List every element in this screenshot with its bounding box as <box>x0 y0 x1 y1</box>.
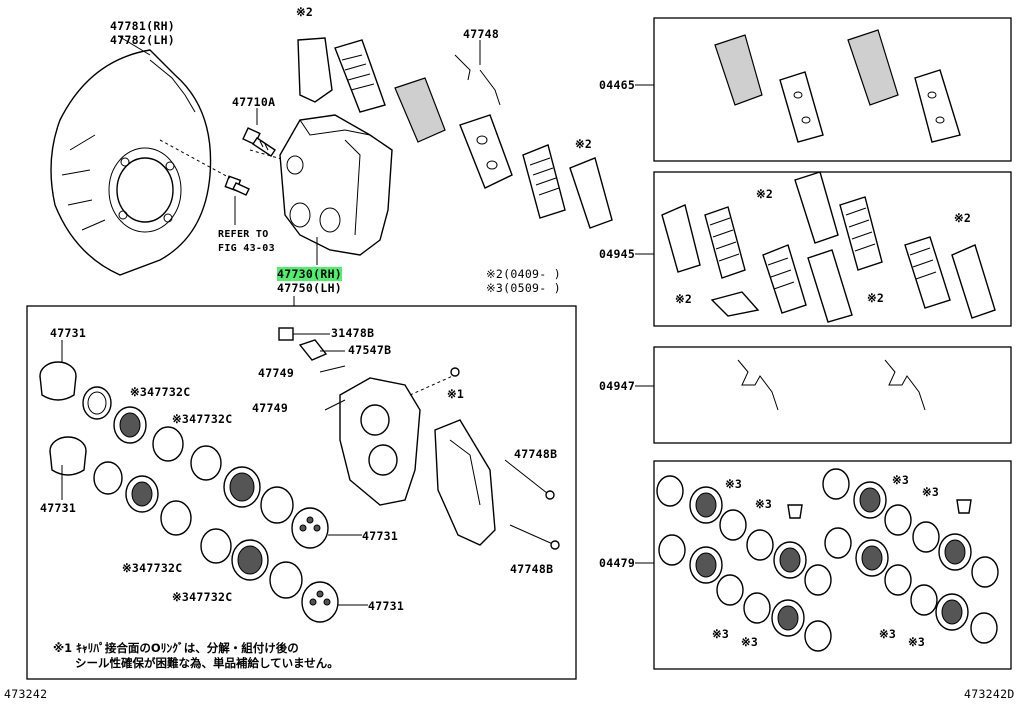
label-47731-top[interactable]: 47731 <box>50 326 87 340</box>
label-47748b-lower[interactable]: 47748B <box>510 562 554 576</box>
bolt-47710a <box>242 108 276 157</box>
kit-note-3-a: ※3 <box>725 477 743 491</box>
label-kit-04947[interactable]: 04947 <box>599 379 636 393</box>
caliper-upper <box>279 114 393 265</box>
label-47732c-d[interactable]: ※347732C <box>172 590 233 604</box>
kit-note-3-g: ※3 <box>879 627 897 641</box>
kit-04947-contents <box>737 359 926 411</box>
pistons-and-seals <box>39 340 368 623</box>
upper-pads <box>297 37 613 229</box>
label-47750-lh[interactable]: 47750(LH) <box>277 281 343 295</box>
kit-note-2-c: ※2 <box>675 292 693 306</box>
label-47732c-c[interactable]: ※347732C <box>122 561 183 575</box>
figure-id-left: 473242 <box>4 687 48 701</box>
label-31478b[interactable]: 31478B <box>331 326 375 340</box>
kit-note-3-b: ※3 <box>755 497 773 511</box>
legend-note-2: ※2(0409- ) <box>486 267 561 281</box>
label-47731-bottom[interactable]: 47731 <box>368 599 405 613</box>
label-fig-43-03[interactable]: FIG 43-03 <box>218 243 275 254</box>
label-47749-upper[interactable]: 47749 <box>258 366 295 380</box>
kit-note-3-f: ※3 <box>922 485 940 499</box>
kit-04947-frame <box>653 346 1012 444</box>
caliper-assembly-frame <box>26 305 577 680</box>
kit-note-2-a: ※2 <box>756 187 774 201</box>
label-note-2-upper-pad: ※2 <box>296 5 314 19</box>
label-47547b[interactable]: 47547B <box>348 343 392 357</box>
bolt-refer-43-03 <box>224 175 250 225</box>
label-47781-rh[interactable]: 47781(RH) <box>110 19 176 33</box>
kit-04945-contents <box>661 171 996 323</box>
label-kit-04945[interactable]: 04945 <box>599 247 636 261</box>
kit-04479-frame <box>653 460 1012 670</box>
label-refer-to: REFER TO <box>218 229 269 240</box>
label-47732c-a[interactable]: ※347732C <box>130 385 191 399</box>
label-47748[interactable]: 47748 <box>463 27 500 41</box>
figure-id-right: 473242D <box>964 687 1015 701</box>
kit-note-2-d: ※2 <box>867 291 885 305</box>
bleeder-plug <box>278 327 345 361</box>
kit-04945-frame <box>653 171 1012 327</box>
kit-note-3-e: ※3 <box>892 473 910 487</box>
label-47782-lh[interactable]: 47782(LH) <box>110 33 176 47</box>
label-47730-rh[interactable]: 47730(RH) <box>277 267 343 281</box>
kit-note-3-d: ※3 <box>741 635 759 649</box>
legend-note-3: ※3(0509- ) <box>486 281 561 295</box>
kit-04465-frame <box>653 17 1012 162</box>
label-kit-04465[interactable]: 04465 <box>599 78 636 92</box>
kit-04479-contents <box>656 468 999 652</box>
footnote-line-2: シール性確保が困難な為、単品補給していません。 <box>75 656 339 670</box>
footnote-line-1: ※1 ｷｬﾘﾊﾟ接合面のOﾘﾝｸﾞは、分解・組付け後の <box>53 641 299 655</box>
label-47748b-upper[interactable]: 47748B <box>514 447 558 461</box>
label-kit-04479[interactable]: 04479 <box>599 556 636 570</box>
caliper-body-assembly <box>319 365 560 550</box>
label-47731-left[interactable]: 47731 <box>40 501 77 515</box>
label-note-2-right-pad: ※2 <box>575 137 593 151</box>
disc-dust-shield <box>50 36 212 276</box>
label-47731-mid[interactable]: 47731 <box>362 529 399 543</box>
kit-note-2-b: ※2 <box>954 211 972 225</box>
kit-note-3-h: ※3 <box>908 635 926 649</box>
label-47732c-b[interactable]: ※347732C <box>172 412 233 426</box>
label-note-1: ※1 <box>447 387 465 401</box>
kit-04465-contents <box>714 29 961 143</box>
kit-note-3-c: ※3 <box>712 627 730 641</box>
label-47749-lower[interactable]: 47749 <box>252 401 289 415</box>
label-47710a[interactable]: 47710A <box>232 95 276 109</box>
